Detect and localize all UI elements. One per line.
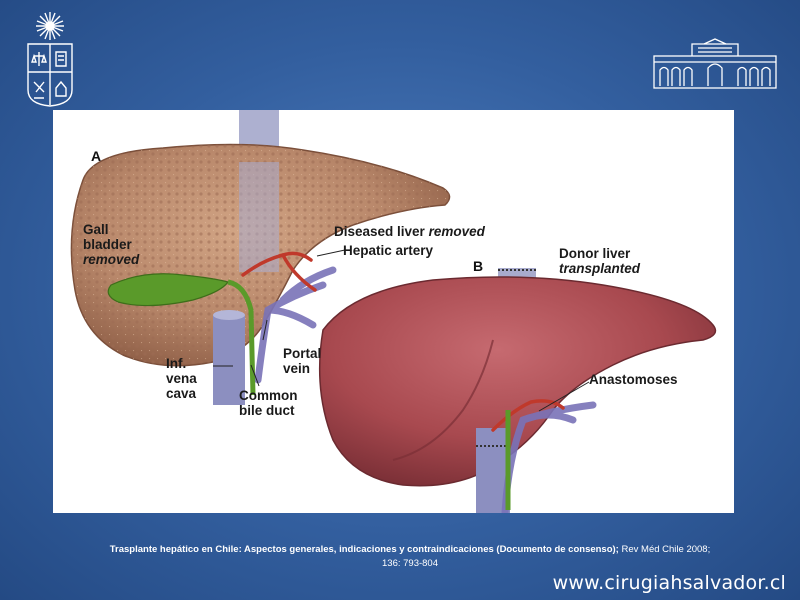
citation-caption: Trasplante hepático en Chile: Aspectos g… bbox=[109, 544, 711, 569]
gallbladder-label: Gall bladder removed bbox=[83, 222, 140, 267]
liver-transplant-figure: A B Gall bladder removed Diseased liver … bbox=[53, 110, 734, 513]
anastomoses-label: Anastomoses bbox=[589, 372, 678, 387]
gallbladder bbox=[107, 273, 229, 307]
hepatic-artery-label: Hepatic artery bbox=[343, 243, 434, 258]
common-bile-duct-label: Common bile duct bbox=[239, 388, 298, 418]
diseased-liver-label: Diseased liver removed bbox=[334, 224, 485, 239]
website-url: www.cirugiahsalvador.cl bbox=[552, 572, 786, 594]
donor-liver-label: Donor liver transplanted bbox=[559, 246, 641, 276]
portal-vein-label: Portal vein bbox=[283, 346, 322, 376]
panel-a-letter: A bbox=[91, 148, 102, 164]
donor-liver bbox=[318, 276, 717, 487]
university-crest-logo bbox=[22, 8, 78, 108]
panel-b-letter: B bbox=[473, 258, 484, 274]
liver-illustration bbox=[70, 110, 717, 513]
vena-cava-label: Inf. vena cava bbox=[166, 356, 197, 401]
hospital-building-logo bbox=[652, 38, 778, 90]
